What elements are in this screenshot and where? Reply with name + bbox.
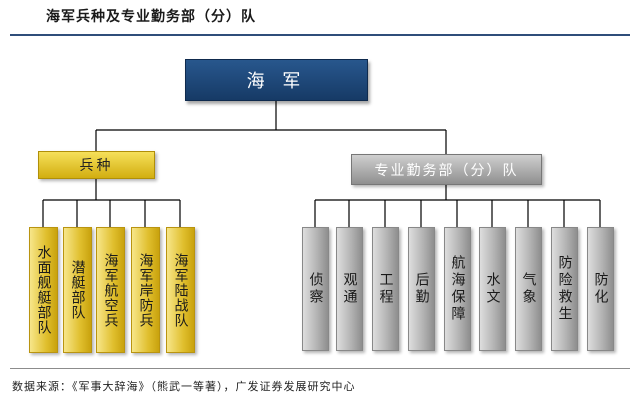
leaf-meteorology: 气象 (515, 227, 542, 351)
leaf-reconnaissance: 侦察 (302, 227, 329, 351)
source-divider (10, 368, 630, 369)
leaf-surface-ship-force: 水面舰艇部队 (29, 227, 58, 353)
leaf-navigation-support: 航海保障 (444, 227, 471, 351)
leaf-marine-corps: 海军陆战队 (166, 227, 195, 353)
page-title: 海军兵种及专业勤务部（分）队 (46, 9, 256, 25)
leaf-observation-communication: 观通 (336, 227, 363, 351)
leaf-naval-aviation: 海军航空兵 (96, 227, 125, 353)
leaf-chemical-defense: 防化 (587, 227, 614, 351)
leaf-submarine-force: 潜艇部队 (63, 227, 92, 353)
leaf-engineering: 工程 (372, 227, 399, 351)
title-divider (10, 34, 630, 36)
leaf-coastal-defense: 海军岸防兵 (131, 227, 160, 353)
leaf-salvage-rescue: 防险救生 (551, 227, 578, 351)
branch-node-service-units: 专业勤务部（分）队 (351, 154, 542, 185)
source-note: 数据来源：《军事大辞海》（熊武一等著），广发证券发展研究中心 (12, 380, 356, 393)
leaf-hydrology: 水文 (479, 227, 506, 351)
branch-node-combat-arms: 兵种 (38, 151, 155, 179)
leaf-logistics: 后勤 (408, 227, 435, 351)
root-node-navy: 海 军 (185, 59, 368, 101)
